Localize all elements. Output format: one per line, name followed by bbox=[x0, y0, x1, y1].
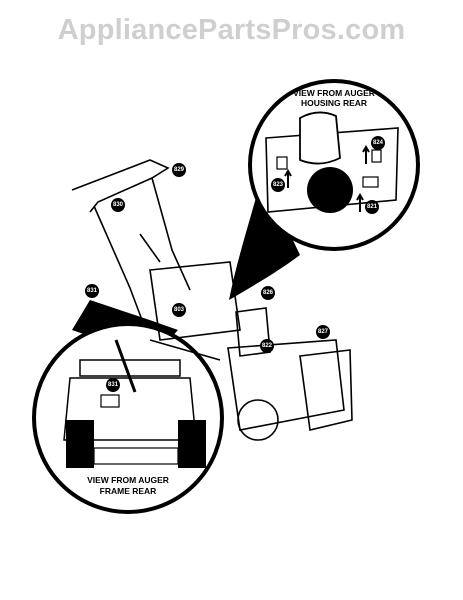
ref-822: 822 bbox=[260, 339, 274, 353]
callout-top: VIEW FROM AUGER HOUSING REAR bbox=[229, 79, 420, 300]
ref-826-label: 826 bbox=[263, 290, 274, 296]
bracket-right bbox=[362, 176, 379, 188]
ref-803: 803 bbox=[172, 303, 186, 317]
frame-base bbox=[93, 447, 179, 465]
frame-bracket bbox=[100, 394, 120, 408]
ref-831: 831 bbox=[85, 284, 99, 298]
frame-axle bbox=[149, 339, 221, 361]
watermark-text: AppliancePartsPros.com bbox=[57, 14, 406, 46]
callout-bottom-caption-1: VIEW FROM AUGER bbox=[87, 475, 169, 485]
ref-824-label: 824 bbox=[373, 140, 384, 146]
ref-831-label: 831 bbox=[87, 288, 98, 294]
bracket-left bbox=[276, 156, 288, 170]
ref-829-label: 829 bbox=[174, 167, 185, 173]
auger-frame-top bbox=[79, 359, 181, 377]
housing-side bbox=[299, 349, 353, 431]
callout-bottom: VIEW FROM AUGER FRAME REAR bbox=[32, 300, 224, 514]
ref-824: 824 bbox=[371, 136, 385, 150]
bracket-upper-right bbox=[371, 149, 382, 163]
callout-top-caption-1: VIEW FROM AUGER bbox=[293, 88, 375, 98]
ref-829: 829 bbox=[172, 163, 186, 177]
callout-bottom-caption-2: FRAME REAR bbox=[100, 486, 157, 496]
skid-right bbox=[178, 420, 206, 468]
ref-826: 826 bbox=[261, 286, 275, 300]
auger-housing bbox=[227, 339, 345, 431]
ref-822-label: 822 bbox=[262, 343, 273, 349]
ref-831-inset: 831 bbox=[106, 378, 120, 392]
ref-827-label: 827 bbox=[318, 329, 329, 335]
ref-803-label: 803 bbox=[174, 307, 185, 313]
ref-830-label: 830 bbox=[113, 202, 124, 208]
ref-830: 830 bbox=[111, 198, 125, 212]
ref-823-label: 823 bbox=[273, 182, 284, 188]
arrow-up-bottom bbox=[356, 193, 364, 212]
impeller-opening bbox=[307, 167, 353, 213]
auger-drum bbox=[237, 399, 279, 441]
handle-right bbox=[151, 177, 191, 291]
ref-821-label: 821 bbox=[367, 204, 378, 210]
arrow-up-left bbox=[284, 169, 292, 188]
handle-bar bbox=[71, 159, 170, 213]
skid-left bbox=[66, 420, 94, 468]
snow-blower-drawing bbox=[71, 159, 353, 441]
handle-left bbox=[93, 205, 143, 321]
ref-831-inset-label: 831 bbox=[108, 382, 119, 388]
ref-823: 823 bbox=[271, 178, 285, 192]
callout-top-caption-2: HOUSING REAR bbox=[301, 98, 367, 108]
frame-rod bbox=[114, 339, 137, 393]
arrow-up-right bbox=[362, 145, 370, 164]
ref-821: 821 bbox=[365, 200, 379, 214]
engine-block bbox=[149, 261, 241, 341]
callout-top-wedge bbox=[229, 175, 300, 300]
discharge-chute bbox=[299, 111, 341, 165]
control-cable bbox=[139, 233, 161, 263]
ref-827: 827 bbox=[316, 325, 330, 339]
